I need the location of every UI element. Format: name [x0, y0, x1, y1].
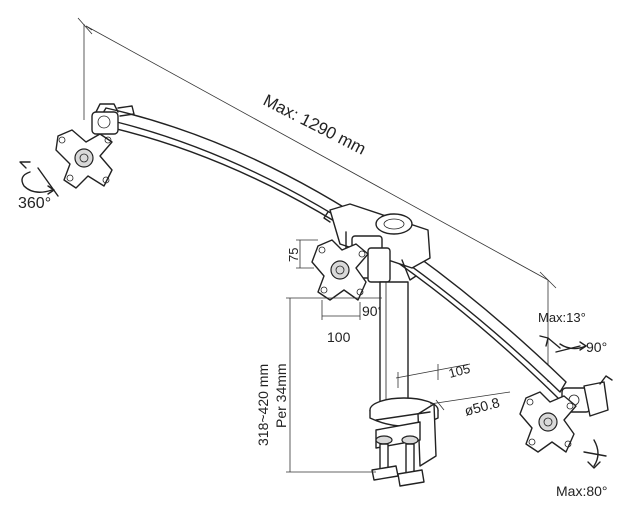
- vesa-height-label: 75: [286, 248, 301, 262]
- overall-length-dimension: [77, 17, 557, 382]
- vesa-width-dimension: [321, 300, 361, 320]
- vesa-height-dimension: [296, 239, 318, 269]
- vesa-width-label: 100: [327, 329, 351, 345]
- right-joint: [561, 375, 613, 417]
- max-length-label: Max: 1290 mm: [260, 91, 369, 159]
- tilt-down-arrow-icon: [583, 439, 607, 469]
- pole-diameter-dimension: [429, 391, 511, 411]
- desk-clamp: [369, 397, 439, 487]
- center-hub: [323, 203, 431, 283]
- center-swivel-label: 90°: [362, 303, 383, 319]
- tilt-down-label: Max:80°: [556, 483, 608, 499]
- rotation-arrow-icon: [19, 161, 59, 197]
- clamp-depth-dimension: [395, 363, 471, 388]
- center-vesa-plate: [311, 239, 369, 301]
- pole-spacing-label: Per 34mm: [273, 363, 289, 428]
- tilt-up-arrow-icon: [539, 335, 581, 353]
- tilt-up-label: Max:13°: [538, 310, 586, 325]
- clamp-depth-label: 105: [447, 361, 472, 381]
- pole-height-dimension: [286, 297, 382, 473]
- pole: [379, 281, 409, 411]
- left-vesa-plate: [55, 129, 113, 189]
- swivel-arrow-icon: [559, 341, 587, 351]
- rotation-label: 360°: [18, 195, 51, 212]
- swivel-label: 90°: [586, 339, 607, 355]
- right-vesa-plate: [519, 391, 577, 453]
- pole-height-label: 318~420 mm: [255, 364, 271, 446]
- left-joint: [91, 103, 135, 135]
